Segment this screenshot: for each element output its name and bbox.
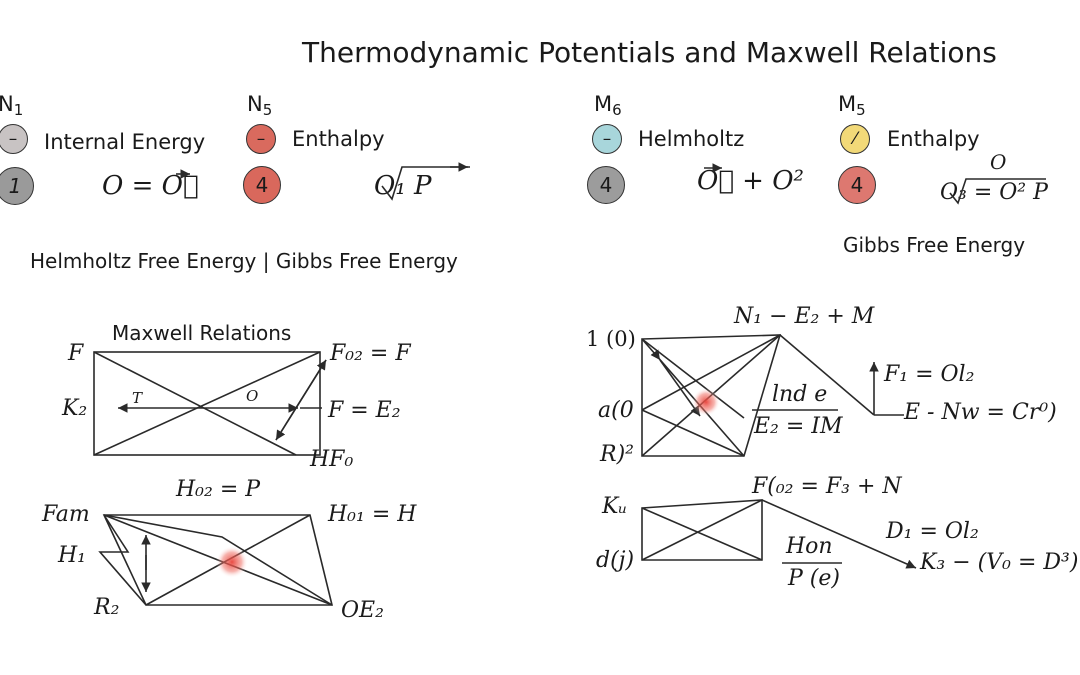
page-title: Thermodynamic Potentials and Maxwell Rel… [302,36,997,69]
highlight-glow-left [216,546,248,578]
header-m6: M6 [594,92,622,119]
rb-ku: Kᵤ [602,494,628,519]
rt-frac-den: E₂ = IM [754,414,843,439]
header-m5: M5 [838,92,866,119]
header-n5: N5 [247,92,272,119]
right-top-diag-d [641,409,745,457]
equation-4-top: O [990,150,1007,174]
circle-large-2: 4 [243,166,281,204]
rt-frac-num: lnd e [772,382,828,407]
rb-f02f3n: F(₀₂ = F₃ + N [752,474,902,499]
eq2-radical [381,166,470,201]
left-top-diag-a [93,351,297,456]
left-top-diag-arrow-down [275,359,327,441]
header-n1-sub: 1 [13,101,24,119]
right-bottom-diag-b [641,499,763,561]
lb-r2: R₂ [94,595,120,620]
label-helmholtz: Helmholtz [638,127,745,151]
right-top-to-e [779,334,875,416]
left-top-rect [93,351,321,456]
label-enthalpy-1: Enthalpy [292,127,385,151]
circle-small-2: – [246,124,276,154]
rt-one0: 1 (0) [586,327,636,351]
rb-dj: d(j) [596,548,635,573]
highlight-glow-right [692,388,720,416]
circle-large-1: 1 [0,167,34,205]
rt-n1e2m: N₁ − E₂ + M [734,304,875,329]
lt-f: F [68,341,84,366]
right-bottom-arrow [761,499,917,569]
lt-hf0: HF₀ [310,447,354,472]
lb-oe2: OE₂ [341,598,384,623]
circle-large-3: 4 [587,166,625,204]
header-n5-sub: 5 [262,101,273,119]
right-bottom-diag-a [641,507,763,561]
left-bottom-curve [103,514,333,606]
lt-o: O [246,387,259,405]
left-top-diag-b [93,351,321,456]
rb-frac-num: Hon [786,534,833,559]
circle-large-4: 4 [838,166,876,204]
rb-frac-den: P (e) [788,566,840,591]
rt-f1ol2: F₁ = Ol₂ [884,362,975,387]
lb-fam: Fam [42,502,90,527]
rt-enw: E - Nw = Cr⁰) [904,400,1057,425]
maxwell-title: Maxwell Relations [112,321,292,345]
header-n1-letter: N [0,92,14,116]
circle-small-4: ⁄ [840,124,870,154]
eq4-radical [949,178,1046,205]
label-internal-energy: Internal Energy [44,130,206,154]
circle-small-1: – [0,124,28,154]
header-m6-sub: 6 [612,101,622,119]
header-m5-letter: M [838,92,857,116]
left-bottom-left-edge [98,514,147,606]
rt-a0: a(0 [598,398,634,423]
lt-t: T [132,389,143,407]
header-n1: N1 [0,92,23,119]
rb-k3: K₃ − (V₀ = D³) [920,550,1079,575]
rb-d1ol2: D₁ = Ol₂ [886,519,979,544]
left-caption: Helmholtz Free Energy | Gibbs Free Energ… [30,249,458,273]
header-n5-letter: N [247,92,263,116]
circle-small-3: – [592,124,622,154]
lt-fe2: F = E₂ [328,398,401,423]
header-m5-sub: 5 [856,101,866,119]
lt-f02: F₀₂ = F [330,341,411,366]
lb-h02p: H₀₂ = P [176,477,261,502]
lb-h01h: H₀₁ = H [328,502,417,527]
header-m6-letter: M [594,92,613,116]
rt-r2: R)² [600,442,634,467]
right-caption: Gibbs Free Energy [843,233,1026,257]
label-enthalpy-2: Enthalpy [887,127,980,151]
lb-h1: H₁ [58,543,87,568]
lt-k2: K₂ [62,396,88,421]
equation-2: O₁ P [374,171,432,201]
